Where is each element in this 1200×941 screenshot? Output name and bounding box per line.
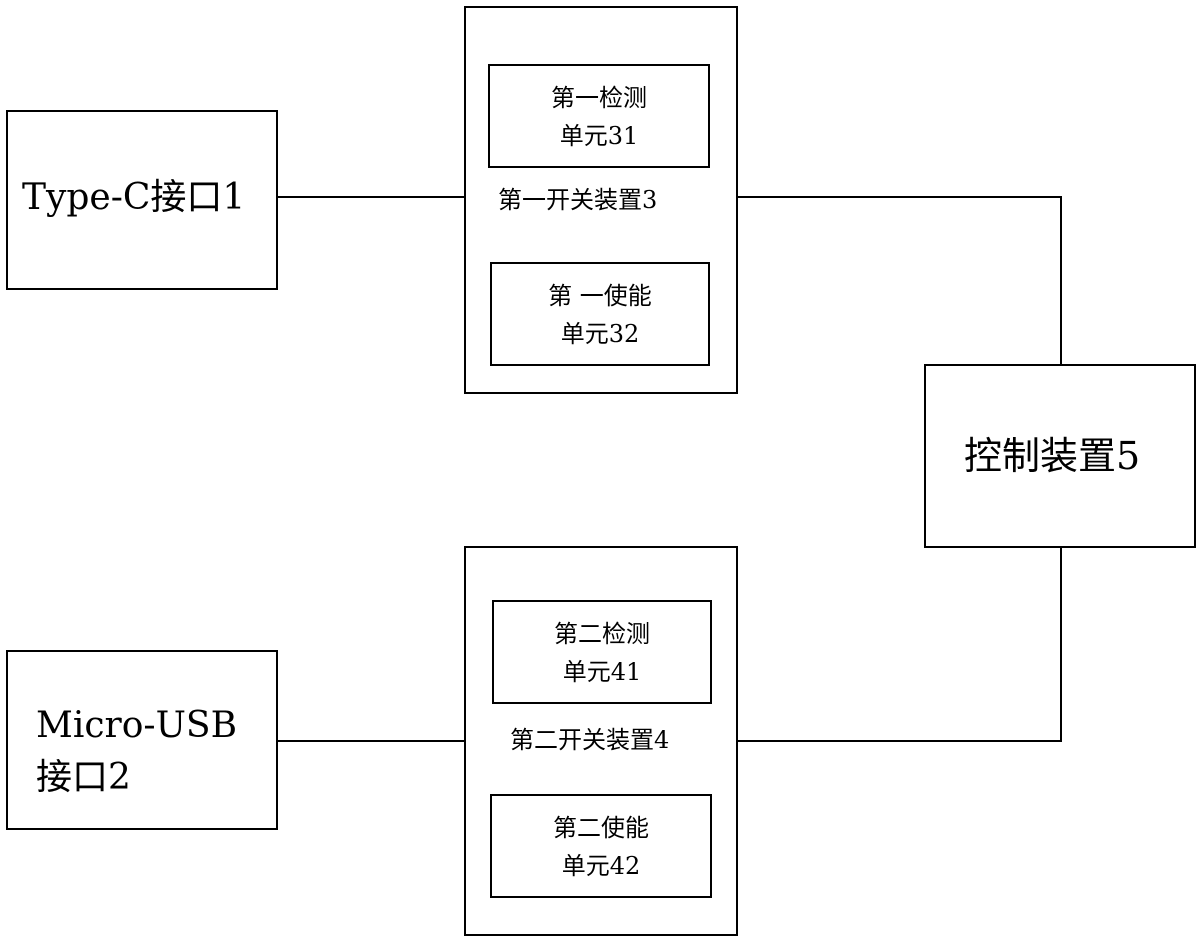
type-c-interface-label: Type-C接口1	[22, 177, 246, 218]
first-detect-unit-box: 第一检测 单元31	[488, 64, 710, 168]
link-switch2-controller-h	[736, 740, 1062, 742]
control-device-label: 控制装置5	[964, 434, 1141, 478]
second-enable-unit-box: 第二使能 单元42	[490, 794, 712, 898]
second-detect-unit-line2: 单元41	[562, 658, 642, 686]
link-typec-switch1	[276, 196, 464, 198]
first-switch-device-box: 第一检测 单元31 第一开关装置3 第 一使能 单元32	[464, 6, 738, 394]
link-switch1-controller-v	[1060, 196, 1062, 366]
second-switch-device-label: 第二开关装置4	[510, 726, 670, 754]
first-enable-unit-box: 第 一使能 单元32	[490, 262, 710, 366]
micro-usb-interface-label-line2: 接口2	[36, 757, 131, 798]
first-detect-unit-line1: 第一检测	[551, 84, 647, 112]
link-microusb-switch2	[276, 740, 464, 742]
second-switch-device-box: 第二检测 单元41 第二开关装置4 第二使能 单元42	[464, 546, 738, 936]
first-detect-unit-line2: 单元31	[559, 122, 639, 150]
first-enable-unit-line1: 第 一使能	[548, 282, 652, 310]
link-switch2-controller-v	[1060, 546, 1062, 742]
second-enable-unit-line1: 第二使能	[553, 814, 649, 842]
first-enable-unit-line2: 单元32	[560, 320, 640, 348]
first-switch-device-label: 第一开关装置3	[498, 186, 658, 214]
micro-usb-interface-label-line1: Micro-USB	[36, 705, 238, 746]
second-detect-unit-box: 第二检测 单元41	[492, 600, 712, 704]
type-c-interface-box: Type-C接口1	[6, 110, 278, 290]
control-device-box: 控制装置5	[924, 364, 1196, 548]
second-enable-unit-line2: 单元42	[561, 852, 641, 880]
micro-usb-interface-box: Micro-USB 接口2	[6, 650, 278, 830]
link-switch1-controller-h	[736, 196, 1062, 198]
second-detect-unit-line1: 第二检测	[554, 620, 650, 648]
